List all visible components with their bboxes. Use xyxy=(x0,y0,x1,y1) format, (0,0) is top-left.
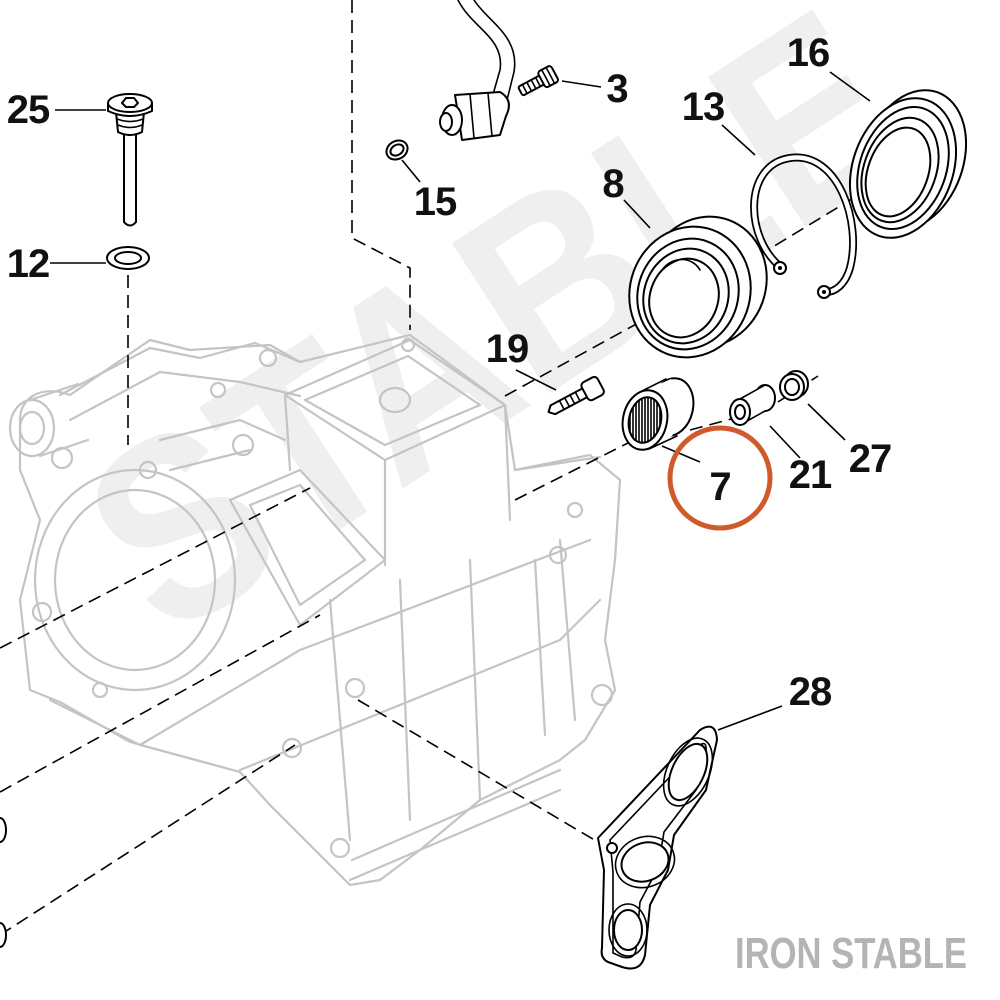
crankcase-housing xyxy=(8,333,622,887)
callout-21: 21 xyxy=(789,453,832,497)
hose-fitting xyxy=(439,0,516,141)
callout-16: 16 xyxy=(787,31,830,75)
leader-line-19 xyxy=(515,369,557,391)
part-3-screw xyxy=(517,65,559,97)
part-8-bearing xyxy=(628,215,768,359)
part-16-seal xyxy=(848,89,968,239)
part-25-plug xyxy=(107,93,153,227)
leader-line-21 xyxy=(769,425,801,459)
leader-line-13 xyxy=(721,124,756,156)
leader-line-7 xyxy=(661,445,701,463)
callout-19: 19 xyxy=(486,327,529,371)
callout-12: 12 xyxy=(7,242,50,286)
part-28-gasket xyxy=(597,725,718,970)
leader-line-27 xyxy=(807,403,846,441)
callout-27: 27 xyxy=(849,437,892,481)
leader-line-3 xyxy=(561,80,602,88)
part-12-washer xyxy=(106,246,150,270)
part-27-seal xyxy=(779,370,809,401)
callout-28: 28 xyxy=(789,670,832,714)
part-19-pin xyxy=(547,375,605,416)
leader-lines xyxy=(50,71,871,731)
part-13-retaining-ring xyxy=(750,153,857,299)
part-21-bushing xyxy=(729,384,776,426)
highlight-circle-callout-7 xyxy=(667,425,773,531)
part-15-o-ring xyxy=(385,139,409,161)
callout-13: 13 xyxy=(682,85,725,129)
part-7-needle-bearing xyxy=(621,377,695,451)
callout-labels: 25 12 3 15 16 13 8 19 7 21 27 28 xyxy=(7,31,893,714)
leader-line-8 xyxy=(623,199,651,229)
callout-3: 3 xyxy=(606,67,627,111)
callout-15: 15 xyxy=(414,180,457,224)
callout-7: 7 xyxy=(709,465,730,509)
callout-8: 8 xyxy=(602,162,624,206)
callout-25: 25 xyxy=(7,88,50,132)
leader-line-16 xyxy=(829,71,871,102)
left-edge-ring-parts xyxy=(0,817,7,948)
leader-line-15 xyxy=(401,159,421,183)
leader-line-28 xyxy=(717,705,783,731)
brand-watermark: IRON STABLE xyxy=(735,929,967,978)
